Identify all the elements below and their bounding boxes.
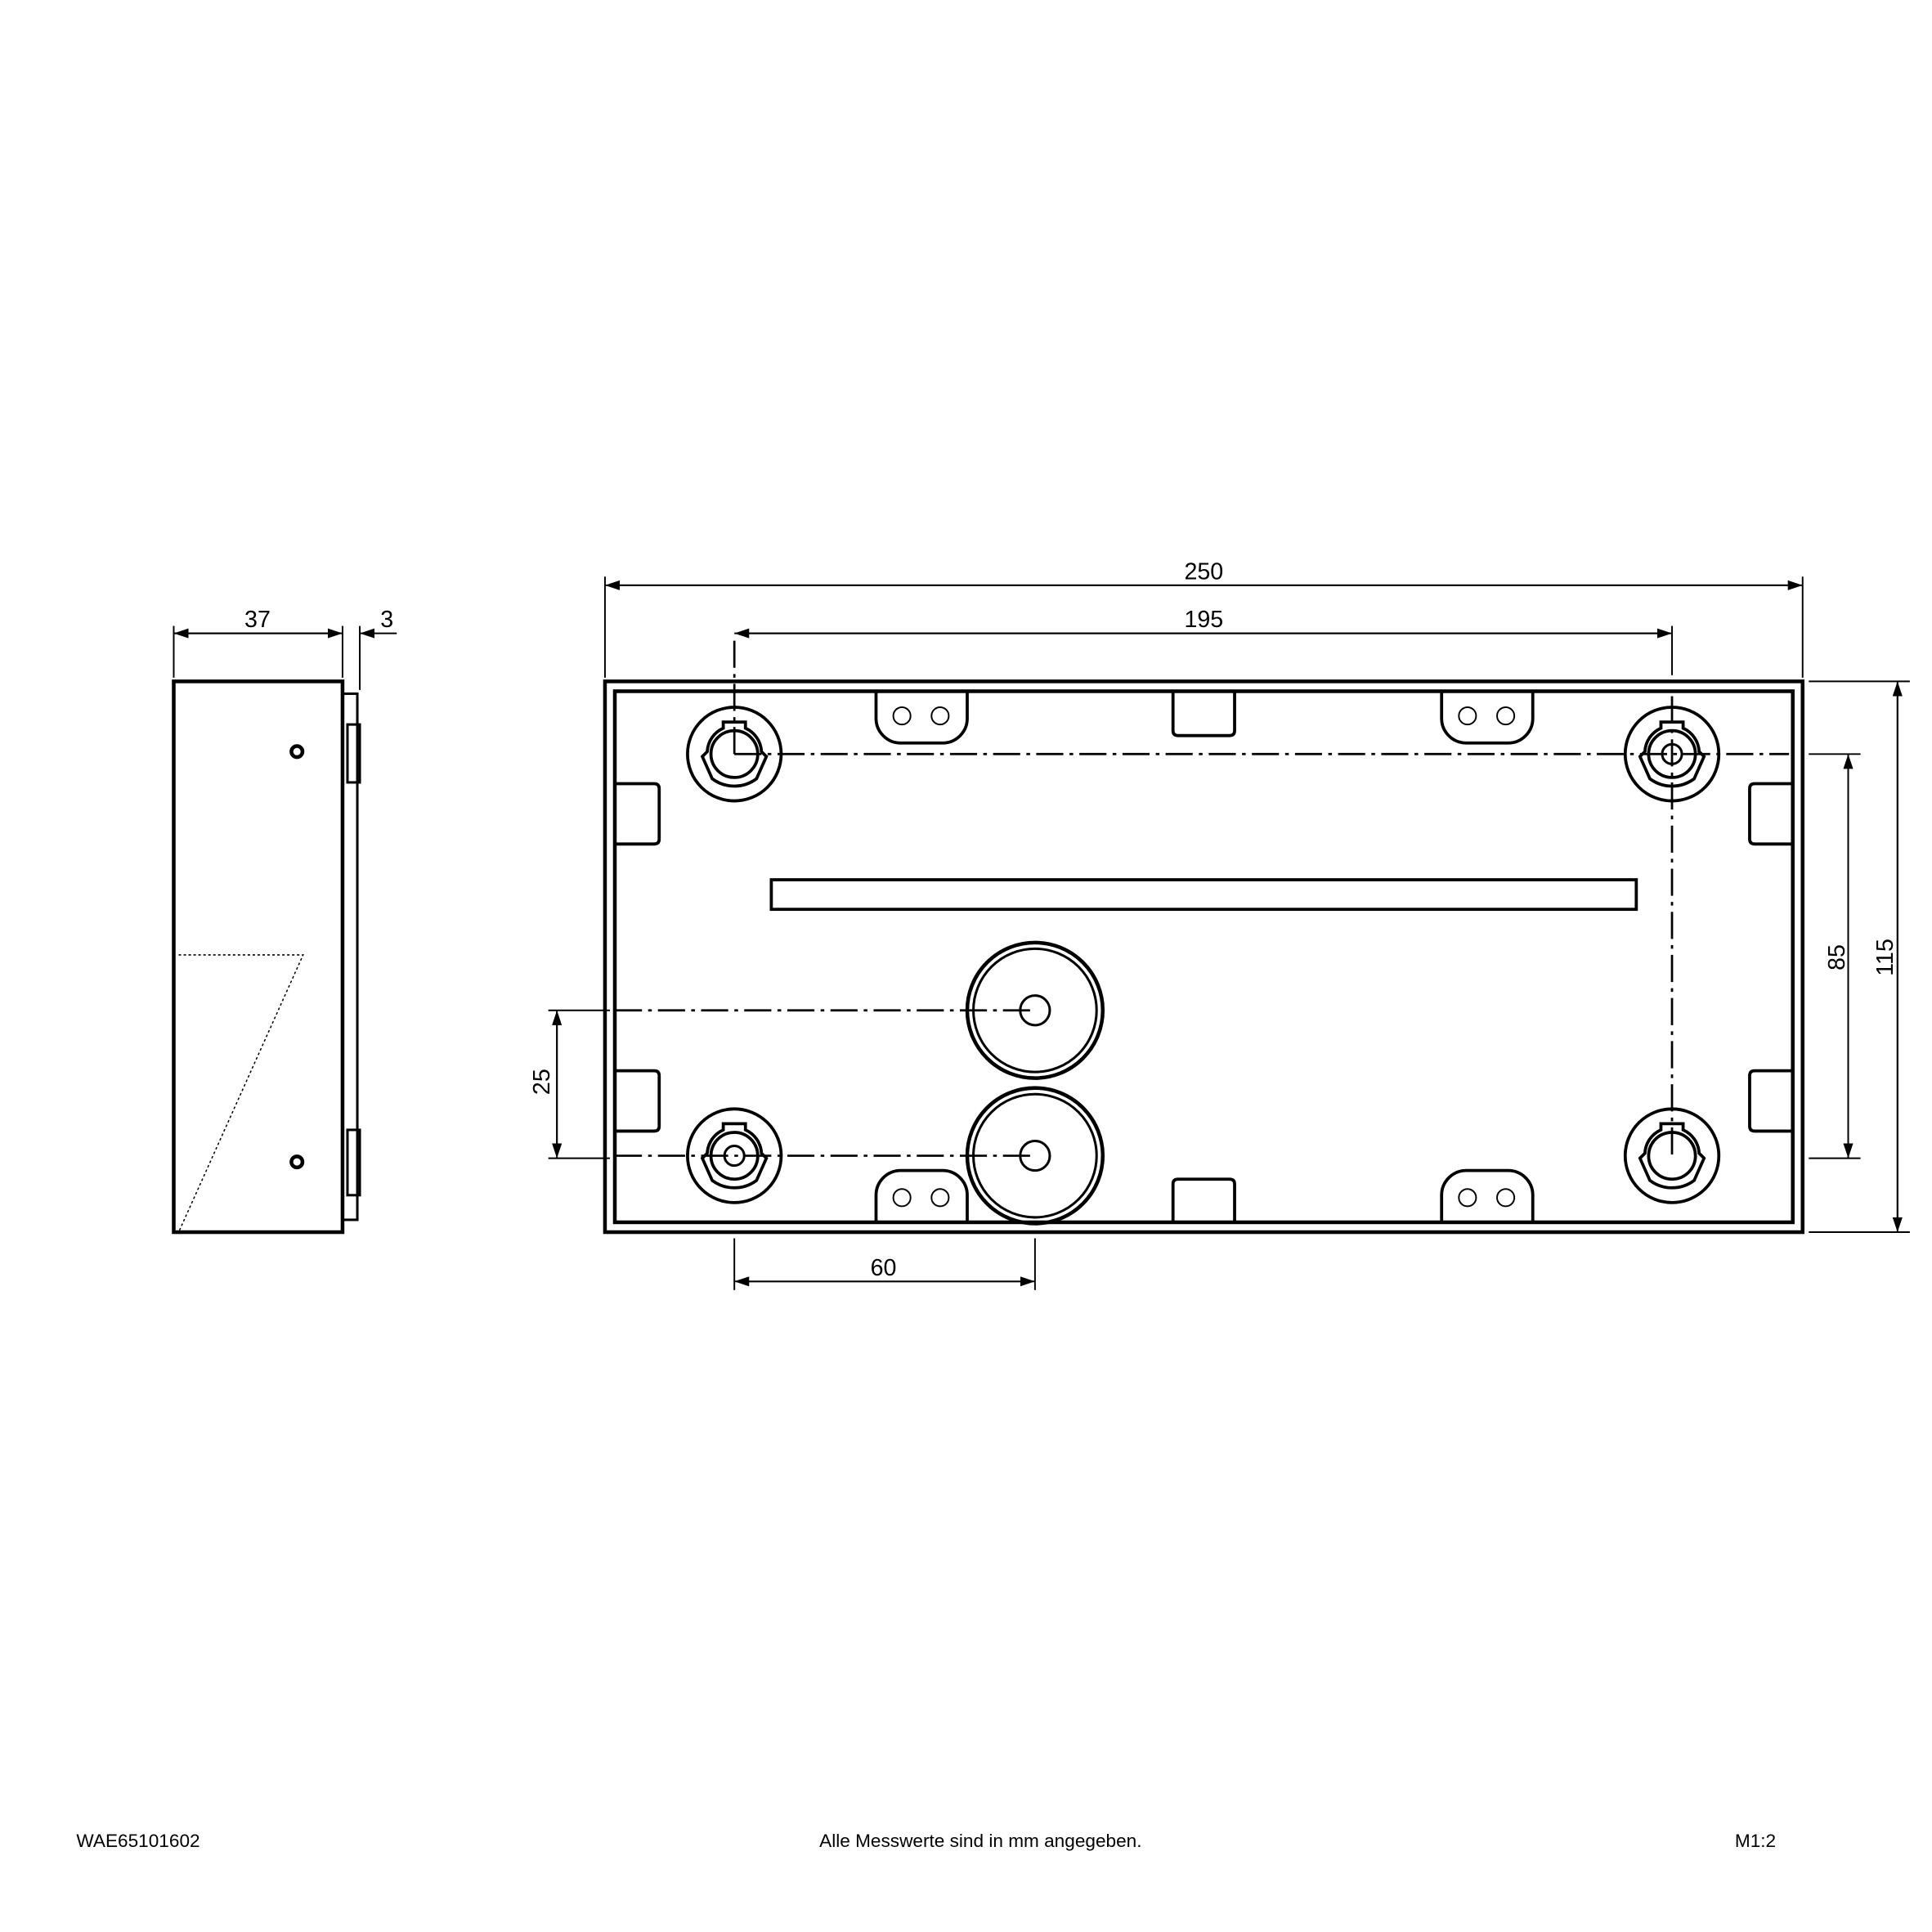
- dim-entry-spacing: 25: [529, 1069, 555, 1095]
- outer-frame: [603, 679, 1805, 1235]
- side-latch: [615, 1069, 661, 1133]
- dim-hole-spacing-y: 85: [1824, 944, 1850, 970]
- side-tab: [346, 1128, 361, 1197]
- dim-width: 250: [1184, 558, 1223, 585]
- side-view: 37 3: [172, 607, 397, 1235]
- side-latch: [615, 782, 661, 846]
- bottom-latch: [1171, 1177, 1236, 1222]
- scale-label: M1:2: [1735, 1831, 1776, 1851]
- dim-hole-spacing-x: 195: [1184, 607, 1223, 633]
- inner-frame: [612, 689, 1795, 1225]
- dim-entry-offset: 60: [871, 1255, 897, 1281]
- top-latch: [1171, 691, 1236, 737]
- side-body: [172, 679, 345, 1235]
- side-latch: [1748, 1069, 1793, 1133]
- cable-entry: [965, 1086, 1105, 1226]
- side-screw: [289, 1154, 305, 1170]
- front-view: 250 195 115 85 25 60: [529, 558, 1910, 1290]
- article-number: WAE65101602: [76, 1831, 199, 1851]
- top-tab: [1440, 689, 1535, 745]
- mounting-boss: [1623, 1107, 1721, 1204]
- top-tab: [874, 689, 969, 745]
- side-cover: [341, 692, 359, 1222]
- mounting-slot: [769, 878, 1638, 912]
- side-tab: [346, 723, 361, 784]
- hidden-line: [177, 954, 304, 1233]
- units-note: Alle Messwerte sind in mm angegeben.: [819, 1831, 1141, 1851]
- bottom-tab: [1440, 1168, 1535, 1224]
- dim-height: 115: [1872, 939, 1898, 976]
- side-screw: [289, 744, 305, 760]
- dim-cover: 3: [380, 607, 393, 633]
- cable-entry: [965, 940, 1105, 1080]
- dim-depth: 37: [244, 607, 271, 633]
- bottom-tab: [874, 1168, 969, 1224]
- side-latch: [1748, 782, 1793, 846]
